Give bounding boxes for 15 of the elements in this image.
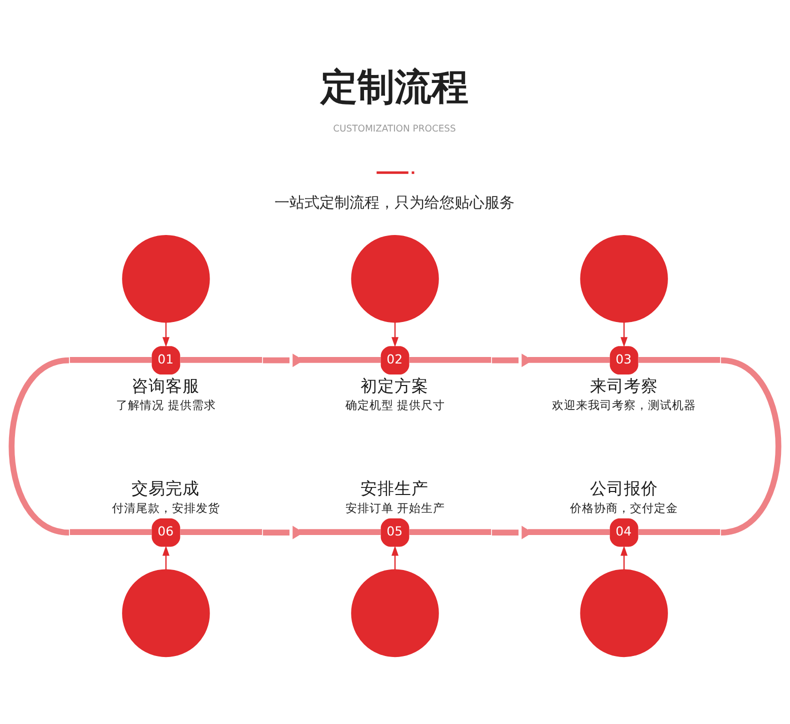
node-label: 初定方案 — [360, 375, 429, 396]
node-label: 安排订单 开始生产 — [345, 500, 445, 515]
label: CUSTOMIZATION PROCESS — [333, 124, 456, 135]
node-label: 咨询客服 — [132, 375, 200, 396]
node-label: 公司报价 — [590, 478, 658, 498]
node-label: 安排生产 — [360, 478, 429, 498]
label: 一站式定制流程，只为给您贴心服务 — [274, 194, 515, 212]
node-label: 了解情况 提供需求 — [116, 398, 216, 412]
node-label: 确定机型 提供尺寸 — [345, 398, 445, 412]
diagram-title: 定制流程 — [320, 65, 469, 108]
node-label: 价格协商，交付定金 — [570, 500, 678, 515]
node-label: 交易完成 — [132, 478, 200, 498]
node-label: 付清尾款，安排发货 — [112, 500, 220, 515]
node-label: 来司考察 — [590, 375, 658, 396]
node-label: 欢迎来我司考察，测试机器 — [552, 398, 696, 412]
